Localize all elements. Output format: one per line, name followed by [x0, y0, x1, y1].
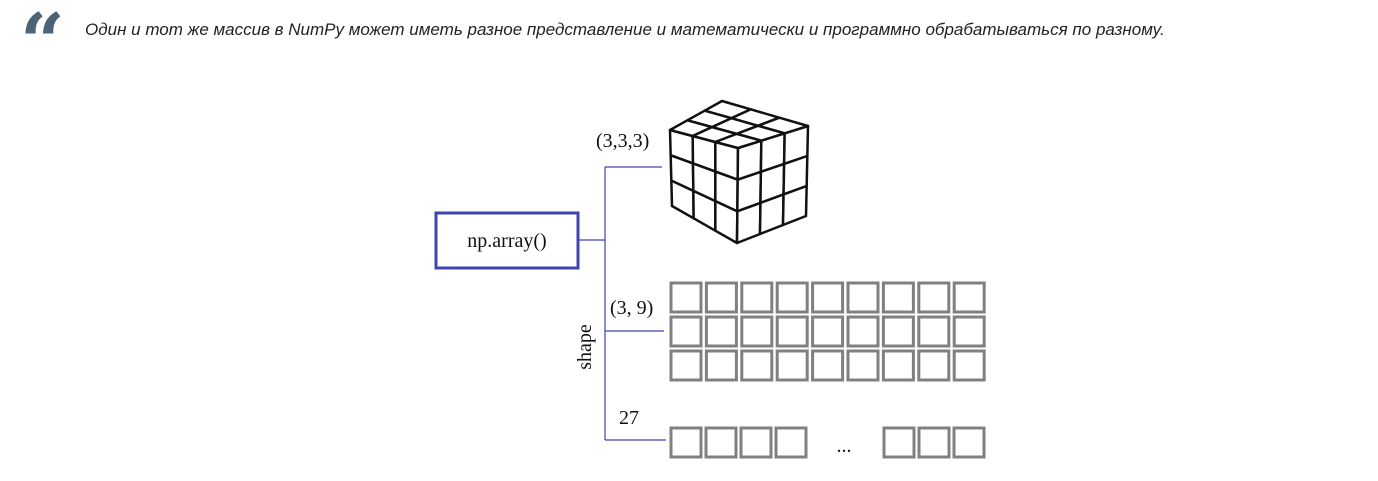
- cube-face-right: [781, 184, 808, 227]
- grid-cell: [669, 281, 703, 314]
- grid-cell: [775, 349, 809, 382]
- grid-cell: [775, 315, 809, 348]
- grid-cell: [811, 315, 845, 348]
- grid-cell: [917, 349, 951, 382]
- row-cell: [952, 426, 986, 459]
- row-27: [669, 426, 986, 459]
- grid-cell: [704, 281, 738, 314]
- row-cell: [669, 426, 703, 459]
- grid-cell: [669, 349, 703, 382]
- shape-label-2d: (3, 9): [610, 297, 653, 319]
- grid-cell: [952, 315, 986, 348]
- row-cell: [704, 426, 738, 459]
- grid-cell: [881, 281, 915, 314]
- row-cell: [739, 426, 773, 459]
- function-label: np.array(): [467, 230, 546, 252]
- shape-axis-label: shape: [574, 324, 596, 370]
- row-cell: [917, 426, 951, 459]
- grid-cell: [740, 315, 774, 348]
- grid-cell: [704, 349, 738, 382]
- grid-cell: [740, 349, 774, 382]
- grid-cell: [917, 281, 951, 314]
- shape-label-3d: (3,3,3): [596, 130, 649, 152]
- grid-cell: [846, 315, 880, 348]
- grid-cell: [775, 281, 809, 314]
- grid-cell: [811, 349, 845, 382]
- grid-cell: [740, 281, 774, 314]
- row-cell: [774, 426, 808, 459]
- ellipsis-label: ...: [837, 435, 852, 457]
- cube-face-right: [735, 201, 762, 245]
- quote-icon: “: [20, 0, 65, 88]
- grid-cell: [704, 315, 738, 348]
- quote-text: Один и тот же массив в NumPy может иметь…: [85, 20, 1165, 39]
- connector-tree: [578, 166, 666, 441]
- cube-3x3x3-icon: [668, 99, 810, 245]
- grid-cell: [846, 349, 880, 382]
- grid-cell: [952, 281, 986, 314]
- grid-cell: [917, 315, 951, 348]
- grid-cell: [881, 315, 915, 348]
- grid-3x9: [669, 281, 986, 382]
- grid-cell: [811, 281, 845, 314]
- grid-cell: [669, 315, 703, 348]
- grid-cell: [881, 349, 915, 382]
- shape-label-1d: 27: [619, 407, 639, 429]
- row-cell: [882, 426, 916, 459]
- grid-cell: [846, 281, 880, 314]
- cube-face-top: [714, 132, 763, 150]
- grid-cell: [952, 349, 986, 382]
